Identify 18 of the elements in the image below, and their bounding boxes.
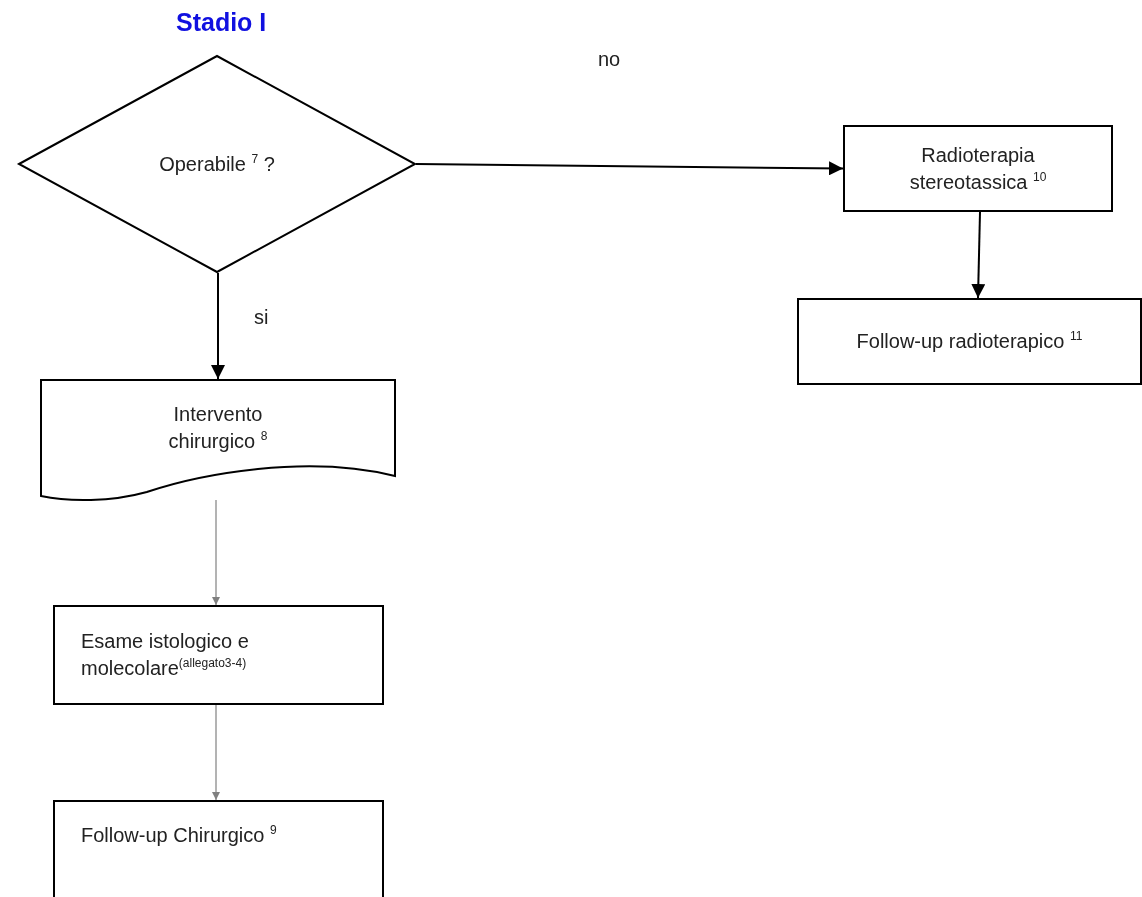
process-box (843, 125, 1113, 212)
arrow (211, 704, 221, 801)
document-shape (40, 379, 396, 504)
arrow (211, 272, 225, 380)
arrow (971, 211, 986, 299)
node-label: Esame istologico e molecolare$^{(allegato3-4)}$ (81, 629, 250, 681)
process-box (53, 605, 384, 705)
node-label: Intervento chirurgico $^{8}$ (167, 401, 269, 454)
process-box (797, 298, 1142, 385)
diagram-title: Stadio I (176, 8, 267, 37)
node-label: Operabile $^{7}$ ? (159, 150, 275, 177)
arrow (415, 161, 844, 176)
node-label: Follow-up Chirurgico $^{9}$ (81, 821, 277, 848)
arrow (211, 499, 221, 606)
decision-diamond (18, 55, 416, 273)
node-label: Follow-up radioterapico $^{11}$ (856, 328, 1083, 354)
process-box (53, 800, 384, 897)
node-label: Radioterapia stereotassica $^{10}$ (908, 142, 1048, 195)
